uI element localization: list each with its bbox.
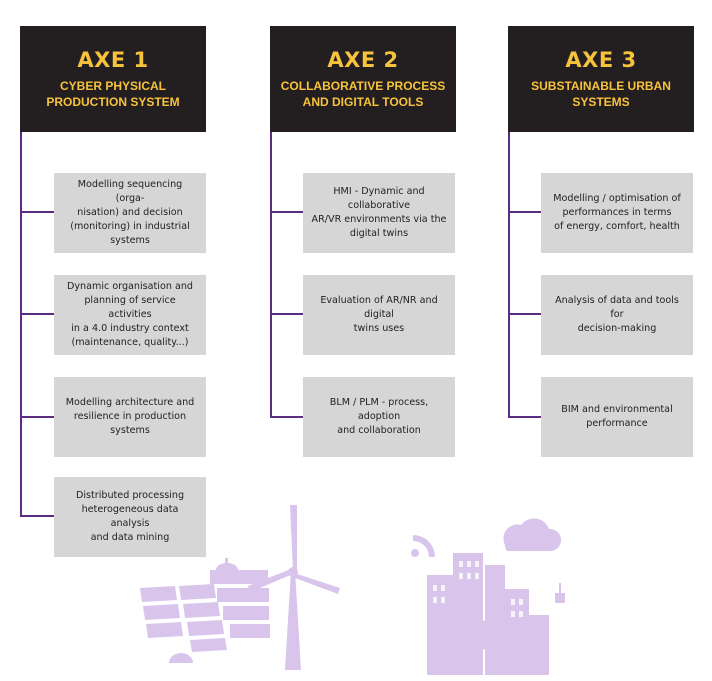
axe-3-header: AXE 3 SUBSTAINABLE URBAN SYSTEMS xyxy=(508,26,694,132)
axe-3-item-box: Modelling / optimisation of performances… xyxy=(541,173,693,253)
city-illustration xyxy=(411,518,565,675)
solar-panel-icon xyxy=(140,558,270,663)
axe-2-item-text: BLM / PLM - process, adoption and collab… xyxy=(329,397,429,436)
axe-1-branch-line xyxy=(20,515,54,517)
axe-1-item-box: Modelling architecture and resilience in… xyxy=(54,377,206,457)
axe-1-title: AXE 1 xyxy=(77,48,149,72)
axe-3-title: AXE 3 xyxy=(565,48,637,72)
axe-1-branch-line xyxy=(20,416,54,418)
axe-2-item-text: HMI - Dynamic and collaborative AR/VR en… xyxy=(311,186,447,239)
axe-3-item-box: BIM and environmental performance xyxy=(541,377,693,457)
axe-1-header: AXE 1 CYBER PHYSICAL PRODUCTION SYSTEM xyxy=(20,26,206,132)
axe-1-subtitle: CYBER PHYSICAL PRODUCTION SYSTEM xyxy=(46,79,180,109)
signal-icon xyxy=(413,535,435,557)
axe-3-branch-line xyxy=(508,211,541,213)
axe-2-branch-line xyxy=(270,211,303,213)
axe-3-branch-line xyxy=(508,313,541,315)
axe-1-branch-line xyxy=(20,211,54,213)
axe-3-item-text: Modelling / optimisation of performances… xyxy=(553,193,681,232)
axe-3-item-text: Analysis of data and tools for decision-… xyxy=(555,295,679,334)
axe-2-item-box: HMI - Dynamic and collaborative AR/VR en… xyxy=(303,173,455,253)
axe-1-trunk-line xyxy=(20,132,22,516)
axe-2-title: AXE 2 xyxy=(327,48,399,72)
axe-1-item-text: Distributed processing heterogeneous dat… xyxy=(75,490,185,543)
axe-3-subtitle: SUBSTAINABLE URBAN SYSTEMS xyxy=(531,79,671,109)
axe-1-item-text: Dynamic organisation and planning of ser… xyxy=(66,281,194,348)
axe-2-item-text: Evaluation of AR/NR and digital twins us… xyxy=(320,295,438,334)
axe-1-item-text: Modelling architecture and resilience in… xyxy=(65,397,195,436)
cloud-icon xyxy=(503,518,562,551)
axe-2-branch-line xyxy=(270,313,303,315)
axe-2-header: AXE 2 COLLABORATIVE PROCESS AND DIGITAL … xyxy=(270,26,456,132)
axe-1-item-box: Modelling sequencing (orga- nisation) an… xyxy=(54,173,206,253)
axe-2-trunk-line xyxy=(270,132,272,418)
axe-1-branch-line xyxy=(20,313,54,315)
axe-1-item-box: Distributed processing heterogeneous dat… xyxy=(54,477,206,557)
city-buildings-icon xyxy=(427,553,565,675)
energy-illustration xyxy=(140,505,340,670)
wind-turbine-icon xyxy=(248,505,340,670)
axe-3-item-text: BIM and environmental performance xyxy=(561,404,673,429)
signal-dot-icon xyxy=(411,549,419,557)
axe-2-subtitle: COLLABORATIVE PROCESS AND DIGITAL TOOLS xyxy=(280,79,446,109)
axe-1-item-text: Modelling sequencing (orga- nisation) an… xyxy=(70,179,190,246)
axe-2-item-box: BLM / PLM - process, adoption and collab… xyxy=(303,377,455,457)
axe-1-item-box: Dynamic organisation and planning of ser… xyxy=(54,275,206,355)
axe-2-branch-line xyxy=(270,416,303,418)
tree-icon xyxy=(436,603,493,675)
axe-3-branch-line xyxy=(508,416,541,418)
axe-2-item-box: Evaluation of AR/NR and digital twins us… xyxy=(303,275,455,355)
axe-3-trunk-line xyxy=(508,132,510,418)
axe-3-item-box: Analysis of data and tools for decision-… xyxy=(541,275,693,355)
